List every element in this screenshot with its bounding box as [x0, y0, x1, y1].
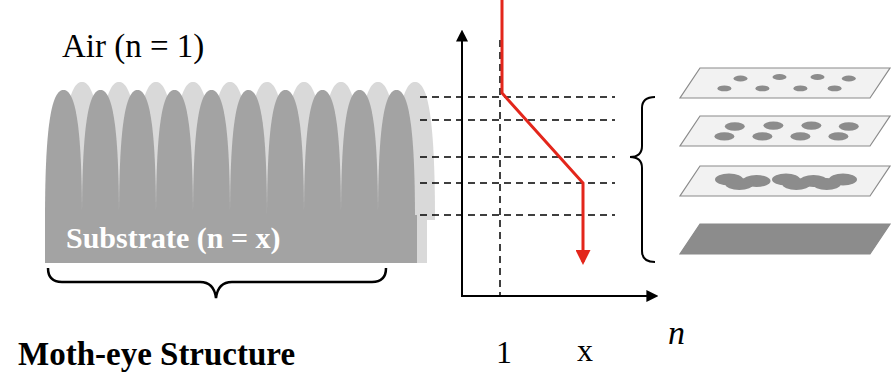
front-bump: [193, 90, 230, 220]
pillar-section: [717, 85, 731, 91]
structure-title: Moth-eye Structure: [18, 338, 295, 371]
layer-slices: [680, 68, 890, 254]
pillar-section: [773, 74, 787, 80]
pillar-section: [725, 178, 753, 190]
layer-plate: [680, 166, 890, 196]
pillar-section: [734, 76, 748, 82]
front-bump: [304, 90, 341, 220]
x-axis: [461, 295, 656, 297]
front-bump: [230, 90, 267, 220]
substrate-edge: [417, 215, 427, 263]
layer-plate: [680, 116, 890, 146]
axis-tick: x: [577, 334, 593, 366]
dashed-guides: [420, 40, 615, 295]
layer-plate: [680, 224, 890, 254]
pillar-section: [714, 132, 734, 140]
pillar-section: [801, 121, 821, 129]
pillar-section: [763, 121, 783, 129]
back-bumps: [62, 82, 435, 220]
axis-tick: 1: [496, 336, 512, 368]
front-bump: [267, 90, 304, 220]
layer-plate: [680, 68, 890, 98]
front-bump: [45, 90, 82, 220]
pillar-section: [828, 85, 842, 91]
bracket: [48, 268, 386, 298]
pillar-section: [839, 122, 859, 130]
curly-bracket: [630, 97, 655, 262]
pillar-section: [828, 132, 848, 140]
front-bump: [378, 90, 415, 220]
medium-label: Air (n = 1): [62, 30, 204, 63]
index-profile: [502, 0, 583, 262]
pillar-section: [813, 178, 841, 190]
substrate: [45, 215, 417, 263]
front-bump: [341, 90, 378, 220]
front-bump: [119, 90, 156, 220]
front-bump: [82, 90, 119, 220]
pillar-section: [725, 122, 745, 130]
pillar-section: [793, 85, 807, 91]
medium-label: Substrate (n = x): [66, 223, 281, 253]
axis-label: n: [668, 316, 685, 350]
front-bumps: [45, 90, 415, 220]
pillar-section: [790, 132, 810, 140]
pillar-section: [752, 132, 772, 140]
front-bump: [156, 90, 193, 220]
pillar-section: [755, 85, 769, 91]
y-axis: [461, 32, 463, 297]
pillar-section: [782, 178, 810, 190]
pillar-section: [811, 74, 825, 80]
pillar-section: [842, 76, 856, 82]
